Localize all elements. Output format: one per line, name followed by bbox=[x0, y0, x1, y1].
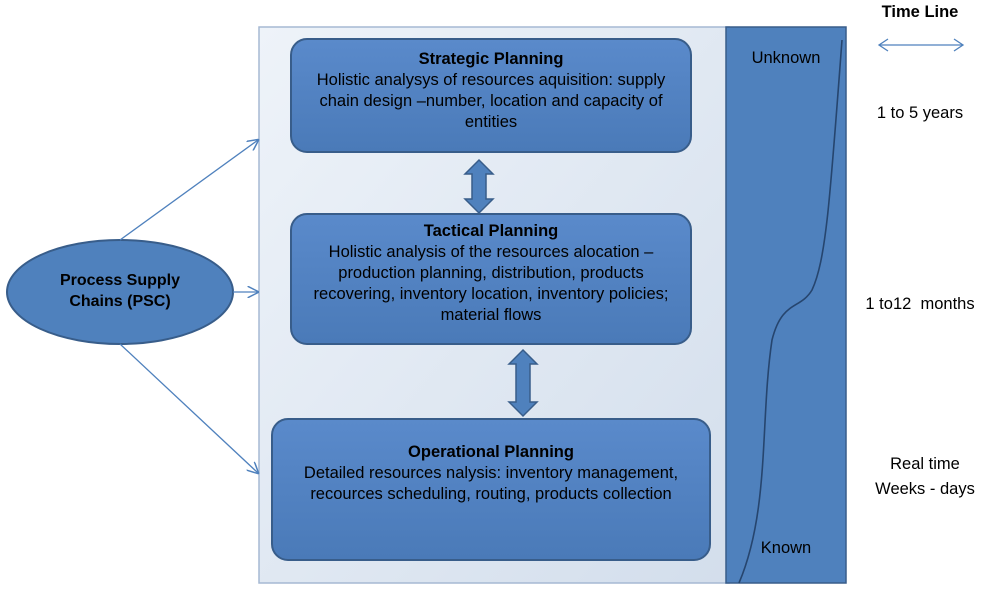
timeline-arrow bbox=[877, 38, 965, 52]
knowledge-curve bbox=[738, 39, 843, 584]
strategic-title: Strategic Planning bbox=[418, 50, 564, 68]
timeline-title: Time Line bbox=[881, 3, 959, 21]
tactical-box-text: Tactical Planning Holistic analysis of t… bbox=[301, 221, 681, 326]
operational-title: Operational Planning bbox=[408, 443, 574, 461]
knowledge-bar bbox=[725, 26, 847, 584]
tactical-title: Tactical Planning bbox=[423, 222, 559, 240]
tactical-operational-double-arrow bbox=[507, 348, 539, 418]
tactical-horizon: 1 to12 months bbox=[865, 295, 975, 313]
strategic-description: Holistic analysys of resources aquisitio… bbox=[316, 70, 666, 131]
tactical-box bbox=[290, 213, 692, 345]
known-label: Known bbox=[760, 539, 812, 557]
strategic-horizon: 1 to 5 years bbox=[876, 104, 964, 122]
strategic-tactical-double-arrow bbox=[463, 158, 495, 215]
tactical-description: Holistic analysis of the resources aloca… bbox=[313, 242, 669, 324]
strategic-box bbox=[290, 38, 692, 153]
unknown-label: Unknown bbox=[751, 49, 821, 67]
psc-label: Process Supply Chains (PSC) bbox=[59, 272, 181, 310]
operational-horizon-line1: Real time bbox=[890, 455, 960, 473]
operational-horizon-line2: Weeks - days bbox=[875, 480, 975, 498]
operational-box-text: Operational Planning Detailed resources … bbox=[292, 442, 690, 505]
psc-to-strategic-arrow bbox=[119, 140, 258, 241]
operational-description: Detailed resources nalysis: inventory ma… bbox=[303, 463, 679, 503]
operational-box bbox=[271, 418, 711, 561]
psc-to-operational-arrow bbox=[119, 343, 258, 473]
strategic-box-text: Strategic Planning Holistic analysys of … bbox=[301, 49, 681, 133]
